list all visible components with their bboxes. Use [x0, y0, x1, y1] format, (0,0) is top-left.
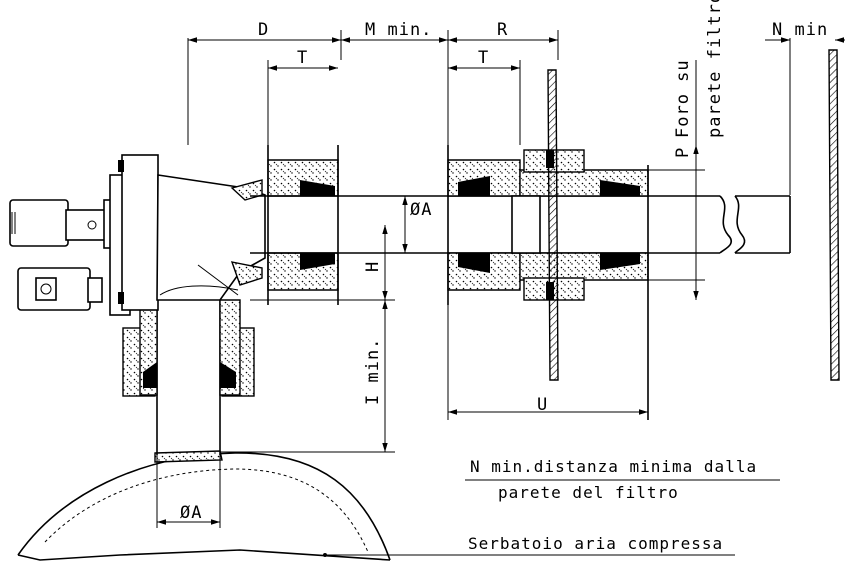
left-fitting [267, 145, 339, 305]
label-t-right: T [478, 48, 489, 68]
tee-body [156, 174, 266, 301]
vertical-pipe [156, 300, 221, 455]
label-p: P [673, 147, 693, 158]
label-foro-line2: parete filtro [705, 0, 725, 138]
note-n-line1: N min.distanza minima dalla [470, 457, 757, 476]
label-diameter-pipe: ØA [410, 200, 432, 220]
label-m-min: M min. [365, 20, 432, 40]
label-t-left: T [297, 48, 308, 68]
label-u: U [537, 395, 548, 415]
tank-weld [154, 450, 223, 463]
label-n-min: N min [772, 20, 828, 40]
note-tank: Serbatoio aria compressa [468, 534, 723, 553]
note-n-line2: parete del filtro [498, 483, 679, 502]
label-i-min: I min. [363, 338, 383, 405]
filter-wall-plate [547, 69, 559, 381]
air-tank [17, 452, 391, 561]
label-d: D [258, 20, 269, 40]
label-diameter-vertical: ØA [180, 503, 202, 523]
label-foro-line1: Foro su [673, 59, 693, 138]
solenoid-valve [9, 154, 159, 316]
bulkhead-fitting [447, 145, 649, 420]
label-h: H [363, 261, 383, 272]
dimension-lines [156, 30, 845, 557]
vertical-nut [122, 299, 255, 397]
filter-wall-distant [828, 49, 840, 381]
label-r: R [497, 20, 508, 40]
